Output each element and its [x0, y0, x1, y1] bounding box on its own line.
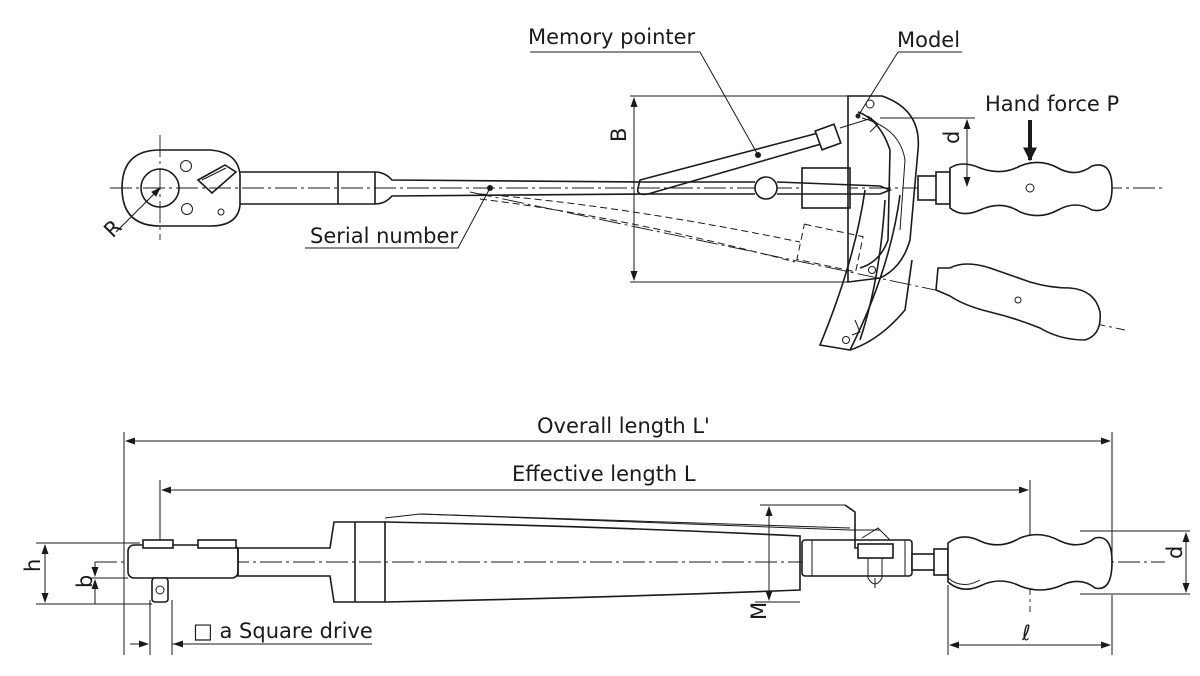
- model-label: Model: [897, 28, 960, 52]
- deflected-handle: [469, 189, 1126, 351]
- grip-top: [917, 161, 1113, 217]
- overall-length-label: Overall length L': [537, 414, 710, 438]
- dimension-d-top: d: [880, 117, 975, 187]
- side-grip: [911, 533, 1113, 591]
- dimension-d-side-label: d: [1163, 546, 1187, 559]
- dimension-d-top-label: d: [940, 131, 964, 144]
- dimension-b-side-label: b: [73, 575, 97, 588]
- scale-plate: [847, 95, 920, 283]
- hand-force-label: Hand force P: [985, 92, 1119, 116]
- dimension-square-drive: □ a Square drive: [130, 600, 373, 655]
- side-view: Overall length L' Effective length L: [21, 414, 1190, 655]
- side-head: [127, 539, 239, 603]
- dimension-d-side: d: [1080, 530, 1190, 595]
- dimension-m: M: [747, 504, 845, 620]
- effective-length-label: Effective length L: [512, 462, 696, 486]
- ratchet-head: [121, 149, 241, 227]
- top-view: R: [99, 25, 1165, 351]
- dimension-b-label: B: [607, 128, 631, 142]
- dimension-h-label: h: [21, 559, 45, 572]
- dimension-b-side: b: [73, 562, 128, 604]
- shaft: [240, 171, 641, 205]
- radius-label: R: [99, 215, 126, 242]
- square-drive-label: □ a Square drive: [193, 619, 373, 643]
- dimension-l-grip: ℓ: [947, 585, 1113, 655]
- dimension-l-grip-label: ℓ: [1021, 621, 1031, 645]
- dimension-m-label: M: [747, 602, 771, 620]
- memory-pointer-label: Memory pointer: [528, 25, 696, 49]
- pointer-rod: [640, 167, 893, 209]
- side-body: [237, 504, 913, 603]
- serial-number-label: Serial number: [310, 224, 458, 248]
- dimension-b: B: [607, 95, 848, 283]
- dimension-h: h: [21, 542, 152, 605]
